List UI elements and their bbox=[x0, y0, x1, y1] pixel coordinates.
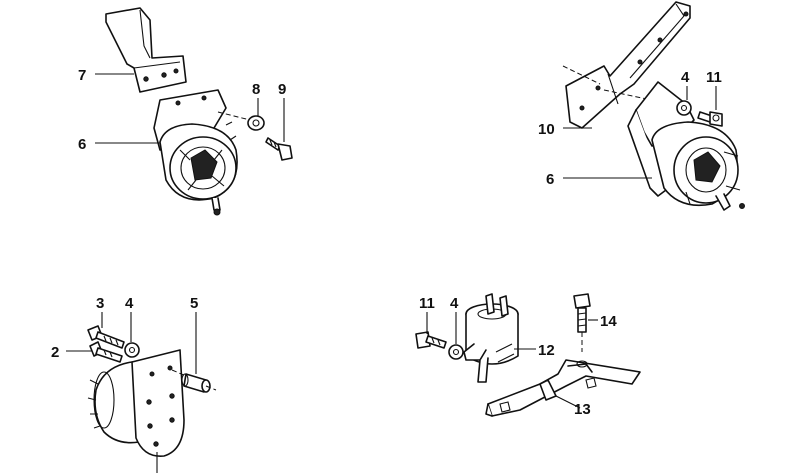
callout-11-top: 11 bbox=[706, 69, 722, 86]
callout-8: 8 bbox=[252, 81, 260, 98]
callout-14: 14 bbox=[600, 313, 617, 330]
bolt-part-11-top bbox=[697, 111, 723, 127]
callout-4-bottom-right: 4 bbox=[450, 295, 459, 312]
mount-plate-bottom-left bbox=[87, 349, 185, 457]
spacer-part-5 bbox=[181, 373, 211, 393]
assembly-top-right: 10 6 4 11 bbox=[538, 1, 745, 211]
callout-4-bottom-left: 4 bbox=[125, 295, 134, 312]
bolt-part-14 bbox=[573, 293, 591, 333]
assembly-top-left: 7 6 8 9 bbox=[78, 7, 293, 216]
bolt-part-11-bottom bbox=[415, 331, 447, 349]
washer-part-8 bbox=[217, 111, 265, 131]
bracket-part-7 bbox=[105, 7, 187, 93]
assembly-bottom-left: 3 4 5 2 bbox=[51, 295, 217, 473]
callout-9: 9 bbox=[278, 81, 286, 98]
callout-11-bottom: 11 bbox=[419, 295, 435, 312]
screw-part-2 bbox=[89, 341, 123, 363]
washer-part-4-bottom-left bbox=[124, 342, 140, 358]
bracket-part-13 bbox=[485, 359, 641, 417]
callout-5: 5 bbox=[190, 295, 198, 312]
bracket-part-10 bbox=[565, 1, 691, 129]
callout-6: 6 bbox=[78, 136, 86, 153]
callout-12: 12 bbox=[538, 342, 555, 359]
filter-part-12 bbox=[463, 293, 519, 383]
assembly-bottom-right: 11 4 12 14 13 bbox=[415, 293, 641, 418]
washer-part-4-top bbox=[676, 100, 692, 116]
screw-part-3 bbox=[87, 325, 125, 349]
callout-7: 7 bbox=[78, 67, 86, 84]
mount-part-6-right bbox=[627, 81, 745, 211]
screw-part-9 bbox=[265, 137, 293, 161]
washer-part-4-bottom-right bbox=[448, 344, 464, 360]
callout-2: 2 bbox=[51, 344, 59, 361]
mount-part-6 bbox=[153, 89, 238, 216]
callout-3: 3 bbox=[96, 295, 104, 312]
callout-10: 10 bbox=[538, 121, 555, 138]
callout-13: 13 bbox=[574, 401, 591, 418]
callout-6-right: 6 bbox=[546, 171, 554, 188]
callout-4-top: 4 bbox=[681, 69, 690, 86]
